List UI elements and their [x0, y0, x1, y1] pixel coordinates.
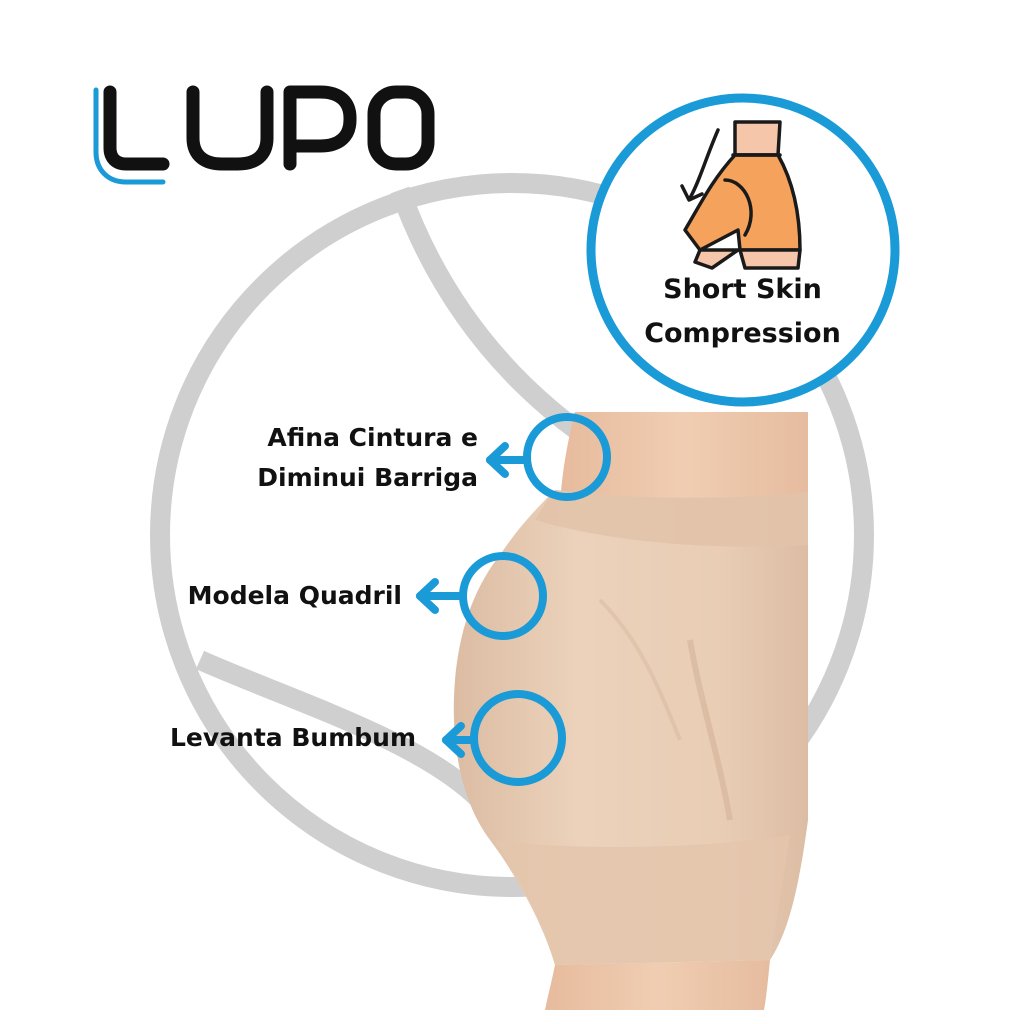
leg-band	[495, 835, 790, 965]
shapewear-short-icon	[680, 120, 802, 270]
waistband	[535, 490, 808, 547]
callout-waist-line-2: Diminui Barriga	[257, 463, 478, 492]
callout-butt: Levanta Bumbum	[140, 718, 416, 758]
torso-skin	[560, 412, 808, 505]
callout-hip: Modela Quadril	[150, 576, 402, 616]
lupo-logo	[93, 85, 435, 185]
leg-skin	[545, 960, 770, 1010]
badge-line-1: Short Skin	[663, 274, 822, 305]
badge-label: Short Skin Compression	[620, 268, 865, 356]
badge-line-2: Compression	[644, 318, 841, 349]
feature-markers	[416, 413, 611, 786]
compression-badge	[586, 93, 900, 407]
callout-waist-line-1: Afina Cintura e	[267, 423, 478, 452]
callout-hip-text: Modela Quadril	[187, 581, 402, 610]
callout-butt-text: Levanta Bumbum	[169, 723, 416, 752]
callout-waist: Afina Cintura e Diminui Barriga	[200, 418, 478, 498]
product-photo	[453, 412, 808, 1010]
